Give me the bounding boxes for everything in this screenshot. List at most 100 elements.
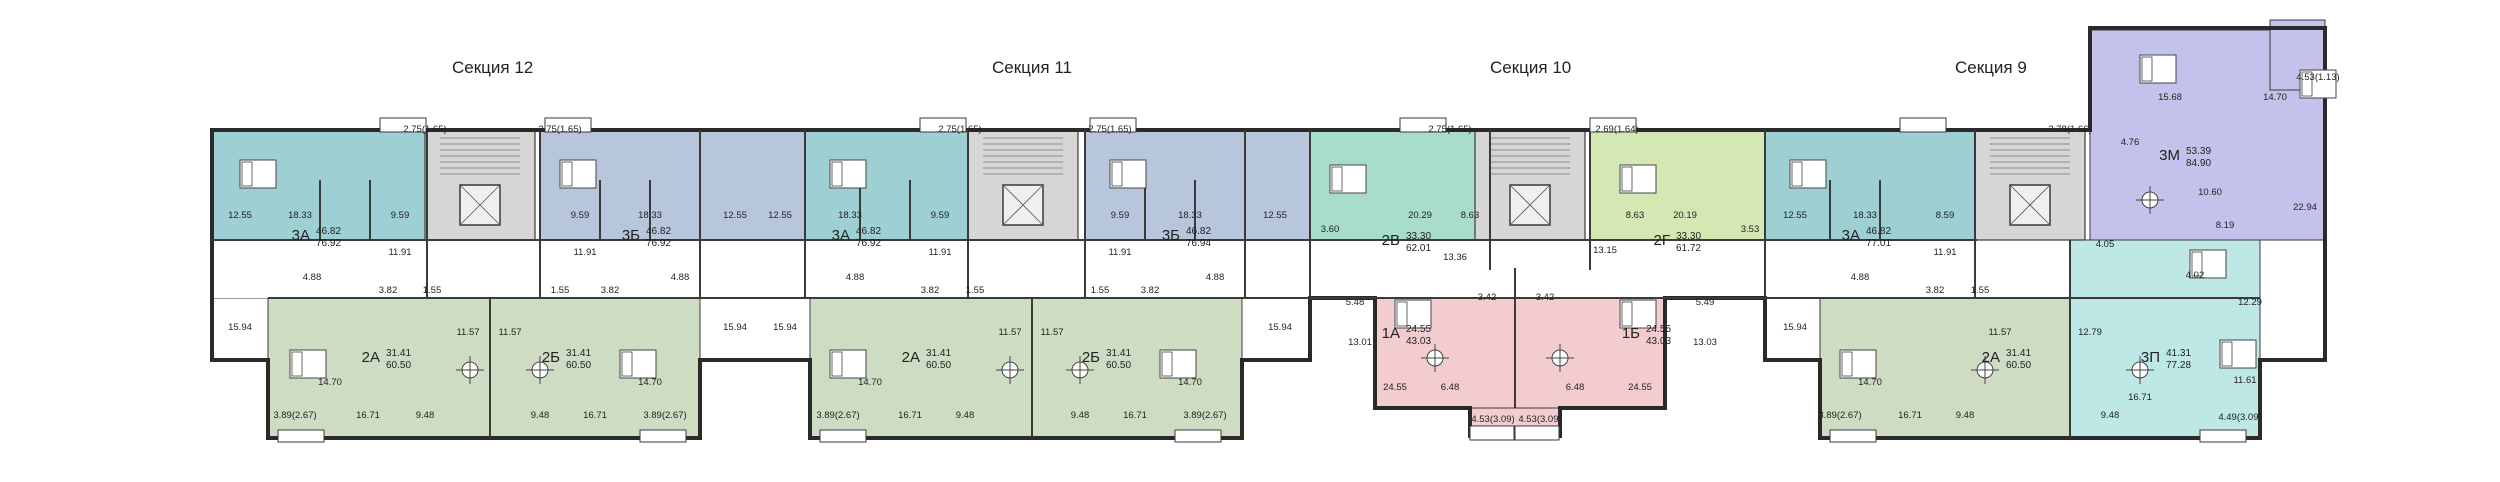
- room-area-label: 3.42: [1478, 292, 1497, 303]
- room-area-label: 2.75(1.65): [938, 124, 981, 135]
- room-area-label: 18.33: [1853, 210, 1877, 221]
- room-area-label: 14.70: [858, 377, 882, 388]
- room-area-label: 2.69(1.64): [1595, 124, 1638, 135]
- apartment-living-area: 31.41: [1106, 348, 1131, 359]
- apartment-total-area: 43.03: [1646, 336, 1671, 347]
- section-title-11: Секция 11: [992, 58, 1072, 77]
- room-area-label: 4.88: [1851, 272, 1870, 283]
- pillow-icon: [1111, 161, 1123, 187]
- furniture: [239, 54, 2337, 384]
- apartment-code: 3А: [1842, 227, 1860, 244]
- room-area-label: 11.61: [2233, 375, 2256, 386]
- apartment-total-area: 60.50: [566, 360, 591, 371]
- room-area-label: 4.88: [671, 272, 690, 283]
- room-area-label: 14.70: [638, 377, 662, 388]
- balcony: [819, 429, 867, 443]
- apartment-living-area: 31.41: [386, 348, 411, 359]
- apartment-total-area: 76.92: [646, 238, 671, 249]
- pillow-icon: [2141, 56, 2153, 82]
- room-area-label: 3.82: [921, 285, 940, 296]
- room-area-label: 11.57: [1040, 327, 1063, 338]
- room-area-label: 15.94: [773, 322, 797, 333]
- pillow-icon: [1841, 351, 1853, 377]
- room-area-label: 11.57: [456, 327, 479, 338]
- apartment-code: 2Б: [1082, 349, 1100, 366]
- balcony: [1174, 429, 1222, 443]
- room-area-label: 24.55: [1383, 382, 1407, 393]
- pillow-icon: [1161, 351, 1173, 377]
- balcony: [639, 429, 687, 443]
- room-area-label: 2.75(1.65): [403, 124, 446, 135]
- room-area-label: 15.94: [1268, 322, 1292, 333]
- room-area-label: 9.59: [391, 210, 410, 221]
- room-area-label: 4.53(1.13): [2296, 72, 2339, 83]
- apartment-living-area: 33.30: [1676, 231, 1701, 242]
- room-area-label: 13.03: [1693, 337, 1717, 348]
- section-title-10: Секция 10: [1490, 58, 1572, 77]
- room-area-label: 13.36: [1443, 252, 1467, 263]
- apartment-total-area: 84.90: [2186, 158, 2211, 169]
- pillow-icon: [241, 161, 253, 187]
- room-area-label: 10.60: [2198, 187, 2222, 198]
- balcony: [1899, 117, 1947, 133]
- pillow-icon: [291, 351, 303, 377]
- room-area-label: 16.71: [583, 410, 607, 421]
- room-area-label: 13.01: [1348, 337, 1372, 348]
- room-area-label: 14.70: [318, 377, 342, 388]
- apartment-living-area: 24.55: [1646, 324, 1671, 335]
- apartment-code: 1Б: [1622, 325, 1640, 342]
- apartment-code: 2А: [1982, 349, 2000, 366]
- apartment-code: 3А: [832, 227, 850, 244]
- room-area-label: 3.53: [1741, 224, 1760, 235]
- room-area-label: 9.48: [956, 410, 975, 421]
- room-area-label: 9.59: [571, 210, 590, 221]
- room-area-label: 3.89(2.67): [1183, 410, 1226, 421]
- apartment-zone: [1031, 297, 1243, 439]
- stair-cores: [212, 129, 2086, 298]
- room-area-label: 18.33: [638, 210, 662, 221]
- room-area-label: 1.55: [966, 285, 985, 296]
- room-area-label: 11.57: [498, 327, 521, 338]
- room-area-label: 15.94: [1783, 322, 1807, 333]
- apartment-total-area: 60.50: [2006, 360, 2031, 371]
- apartment-code: 2А: [362, 349, 380, 366]
- elevator-cross: [459, 184, 501, 226]
- room-area-label: 14.70: [2263, 92, 2287, 103]
- apartment-code: 2В: [1382, 232, 1400, 249]
- room-area-label: 15.94: [723, 322, 747, 333]
- apartment-total-area: 43.03: [1406, 336, 1431, 347]
- apartment-code: 3А: [292, 227, 310, 244]
- apartment-zone: [2069, 239, 2261, 439]
- balcony: [1829, 429, 1877, 443]
- room-area-label: 8.63: [1461, 210, 1480, 221]
- room-area-label: 3.42: [1536, 292, 1555, 303]
- room-area-label: 9.48: [531, 410, 550, 421]
- apartment-total-area: 76.92: [316, 238, 341, 249]
- room-area-label: 1.55: [1091, 285, 1110, 296]
- room-area-label: 12.55: [723, 210, 747, 221]
- room-area-label: 1.55: [423, 285, 442, 296]
- room-area-label: 2.75(1.65): [538, 124, 581, 135]
- pillow-icon: [1331, 166, 1343, 192]
- apartment-living-area: 31.41: [2006, 348, 2031, 359]
- room-area-label: 9.48: [1956, 410, 1975, 421]
- room-area-label: 3.82: [1926, 285, 1945, 296]
- room-area-label: 8.59: [1936, 210, 1955, 221]
- balcony: [1589, 117, 1637, 133]
- walls: [210, 26, 2327, 443]
- room-area-label: 3.89(2.67): [1818, 410, 1861, 421]
- apartment-total-area: 62.01: [1406, 243, 1431, 254]
- room-area-label: 20.29: [1408, 210, 1432, 221]
- corridor: [212, 240, 1977, 298]
- balcony: [544, 117, 592, 133]
- apartment-living-area: 46.82: [1186, 226, 1211, 237]
- room-area-label: 12.79: [2078, 327, 2102, 338]
- room-area-label: 11.91: [1933, 247, 1956, 258]
- pillow-icon: [2191, 251, 2203, 277]
- apartment-code: 3П: [2141, 349, 2160, 366]
- room-area-label: 16.71: [2128, 392, 2152, 403]
- elevator-cross: [1509, 184, 1551, 226]
- room-area-label: 18.33: [838, 210, 862, 221]
- elevator-cross: [2009, 184, 2051, 226]
